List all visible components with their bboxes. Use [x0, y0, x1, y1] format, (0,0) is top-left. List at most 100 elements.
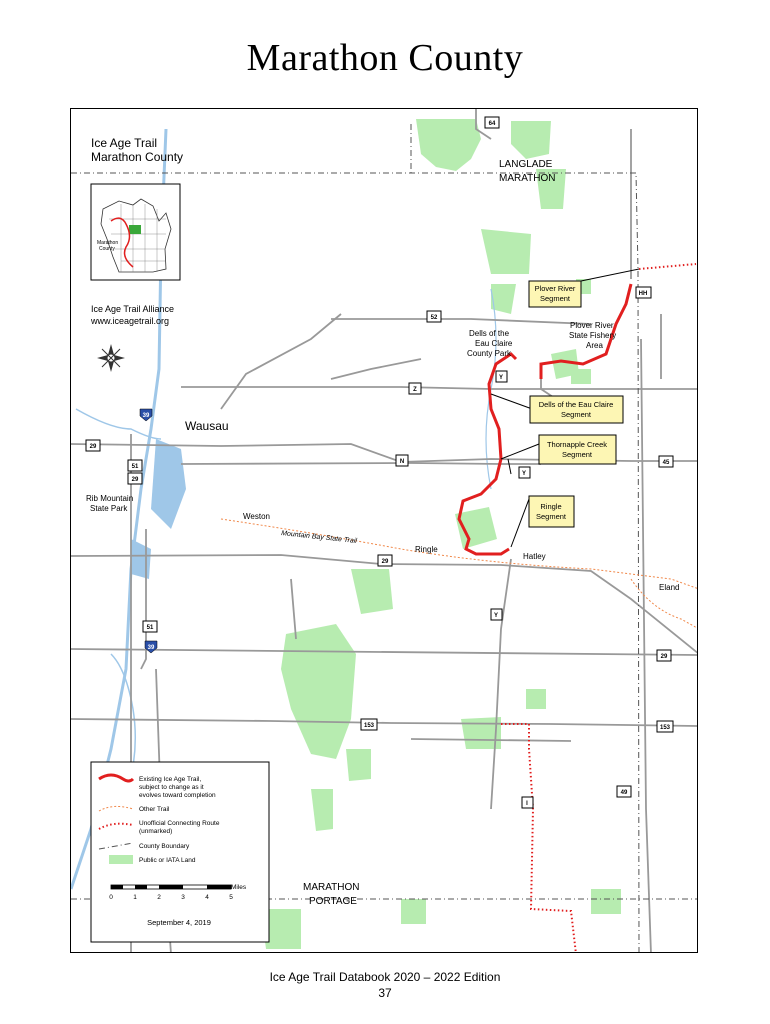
place-rib-mountain-1: Rib Mountain — [86, 494, 133, 503]
shield-label: 39 — [143, 413, 150, 419]
legend-existing-3: evolves toward completion — [139, 792, 216, 799]
shield-label: Y — [499, 375, 503, 381]
shield-label: Y — [494, 613, 498, 619]
legend-other-trail: Other Trail — [139, 806, 170, 813]
shield-label: HH — [639, 291, 648, 297]
shield-label: 51 — [132, 464, 139, 470]
shield-153a: 153 — [360, 718, 378, 731]
legend: Existing Ice Age Trail, subject to chang… — [90, 761, 270, 943]
shield-153b: 153 — [656, 720, 674, 733]
footer-databook: Ice Age Trail Databook 2020 – 2022 Editi… — [269, 970, 501, 984]
callout-text: Plover River — [535, 284, 576, 293]
shield-hh: HH — [635, 286, 652, 299]
callout-text: Segment — [536, 512, 567, 521]
compass-icon — [97, 344, 125, 372]
shield-z: Z — [408, 382, 422, 395]
place-marathon-south: MARATHON — [303, 882, 359, 893]
scale-miles: Miles — [231, 884, 247, 891]
legend-existing-2: subject to change as it — [139, 784, 204, 791]
callout-text: Dells of the Eau Claire — [539, 400, 614, 409]
callout-ringle-segment[interactable]: Ringle Segment — [528, 495, 575, 528]
scale-tick: 4 — [205, 894, 209, 901]
legend-public-land: Public or IATA Land — [139, 857, 196, 864]
shield-label: 153 — [660, 725, 671, 731]
callout-text: Segment — [540, 294, 571, 303]
place-portage: PORTAGE — [309, 896, 357, 907]
legend-unofficial-1: Unofficial Connecting Route — [139, 820, 220, 827]
alliance-url[interactable]: www.iceagetrail.org — [90, 316, 169, 326]
shield-49: 49 — [616, 785, 632, 798]
callout-text: Segment — [562, 450, 593, 459]
map-heading-line1: Ice Age Trail — [91, 136, 157, 150]
scale-tick: 5 — [229, 894, 233, 901]
shield-label: 64 — [489, 121, 496, 127]
map-heading-line2: Marathon County — [91, 150, 183, 164]
shield-y3: Y — [490, 608, 503, 621]
inset-label-line1: Marathon — [97, 240, 118, 246]
shield-label: N — [400, 459, 404, 465]
place-plover-fishery-3: Area — [586, 341, 603, 350]
shield-label: 153 — [364, 723, 375, 729]
place-dells-park-2: Eau Claire — [475, 339, 513, 348]
place-plover-fishery-1: Plover River — [570, 321, 614, 330]
place-marathon-north: MARATHON — [499, 173, 555, 184]
shield-n: N — [395, 454, 409, 467]
shield-29c: 29 — [377, 554, 393, 567]
shield-label: 39 — [148, 645, 155, 651]
shield-label: 49 — [621, 790, 628, 796]
place-wausau: Wausau — [185, 419, 229, 433]
inset-label-line2: County — [99, 246, 115, 252]
shield-label: 29 — [382, 559, 389, 565]
shield-52: 52 — [426, 310, 442, 323]
place-eland: Eland — [659, 583, 679, 592]
shield-i: I — [521, 796, 534, 809]
shield-i39b: 39 — [144, 640, 158, 654]
scale-tick: 3 — [181, 894, 185, 901]
shield-i39a: 39 — [139, 408, 153, 422]
other-trail — [220, 518, 697, 629]
place-rib-mountain-2: State Park — [90, 504, 128, 513]
callout-text: Thornapple Creek — [547, 440, 607, 449]
legend-unofficial-2: (unmarked) — [139, 828, 172, 835]
map-canvas[interactable]: 52 Z Y Y Y N 29 29 29 29 51 51 39 39 HH … — [71, 109, 698, 953]
place-hatley: Hatley — [523, 552, 546, 561]
callout-text: Ringle — [540, 502, 561, 511]
shield-51a: 51 — [127, 459, 143, 472]
shield-29b: 29 — [127, 472, 143, 485]
inset-map — [90, 183, 181, 281]
public-land — [261, 119, 621, 949]
shield-y2: Y — [518, 466, 531, 479]
place-ringle: Ringle — [415, 545, 438, 554]
unofficial-route — [501, 263, 697, 952]
shield-label: 51 — [147, 625, 154, 631]
shield-29d: 29 — [656, 649, 672, 662]
shield-label: 29 — [661, 654, 668, 660]
ice-age-trail — [457, 283, 633, 556]
scale-bar — [110, 884, 232, 890]
scale-tick: 1 — [133, 894, 137, 901]
shield-y1: Y — [495, 370, 508, 383]
shield-51b: 51 — [142, 620, 158, 633]
shield-label: Z — [413, 387, 417, 393]
shield-29a: 29 — [85, 439, 101, 452]
place-mountain-bay-trail: Mountain Bay State Trail — [281, 530, 358, 545]
callout-thornapple-segment[interactable]: Thornapple Creek Segment — [538, 434, 617, 465]
shield-45: 45 — [658, 455, 674, 468]
callout-dells-segment[interactable]: Dells of the Eau Claire Segment — [529, 395, 624, 424]
legend-existing-1: Existing Ice Age Trail, — [139, 776, 201, 783]
place-langlade: LANGLADE — [499, 159, 553, 170]
shield-label: Y — [522, 471, 526, 477]
shield-label: 52 — [431, 315, 438, 321]
place-dells-park-1: Dells of the — [469, 329, 510, 338]
shield-label: 45 — [663, 460, 670, 466]
map-date: September 4, 2019 — [147, 918, 211, 927]
scale-tick: 0 — [109, 894, 113, 901]
shield-label: 29 — [132, 477, 139, 483]
place-plover-fishery-2: State Fishery — [569, 331, 616, 340]
page-title: Marathon County — [246, 37, 524, 79]
alliance-name: Ice Age Trail Alliance — [91, 304, 174, 314]
map-frame[interactable]: 52 Z Y Y Y N 29 29 29 29 51 51 39 39 HH … — [70, 108, 698, 953]
callout-plover-segment[interactable]: Plover River Segment — [528, 280, 582, 308]
shield-64: 64 — [484, 116, 500, 129]
legend-boundary: County Boundary — [139, 843, 190, 850]
